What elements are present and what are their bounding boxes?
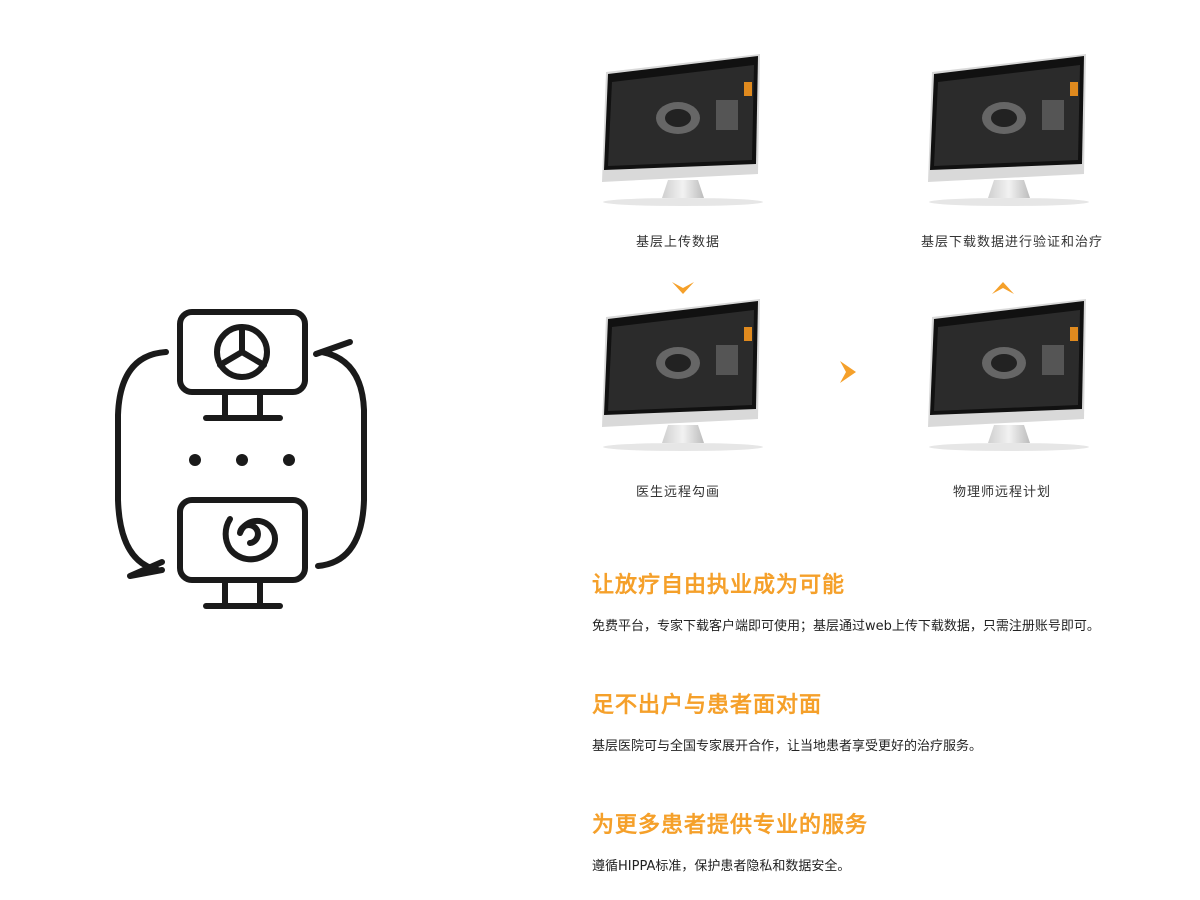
workstation-monitor-3 xyxy=(598,297,768,452)
spiral-icon xyxy=(222,516,278,563)
feature-body: 免费平台，专家下载客户端即可使用；基层通过web上传下载数据，只需注册账号即可。 xyxy=(592,619,1100,634)
down-arrow-icon xyxy=(670,278,696,300)
workstation-monitor-1 xyxy=(598,52,768,207)
feature-section: 为更多患者提供专业的服务 遵循HIPPA标准，保护患者隐私和数据安全。 xyxy=(592,807,1152,874)
up-arrow-icon xyxy=(990,276,1016,298)
ellipsis-icon xyxy=(189,454,295,466)
monitor-icon xyxy=(177,309,308,421)
step-label: 医生远程勾画 xyxy=(635,485,720,500)
workstation-monitor-4 xyxy=(924,297,1094,452)
step-label: 物理师远程计划 xyxy=(952,485,1051,500)
monitor-icon xyxy=(177,497,308,609)
feature-body: 基层医院可与全国专家展开合作，让当地患者享受更好的治疗服务。 xyxy=(592,739,983,754)
feature-body: 遵循HIPPA标准，保护患者隐私和数据安全。 xyxy=(592,859,851,874)
workstation-monitor-2 xyxy=(924,52,1094,207)
cycle-arrows-icon xyxy=(115,339,367,579)
feature-section: 让放疗自由执业成为可能 免费平台，专家下载客户端即可使用；基层通过web上传下载… xyxy=(592,567,1152,634)
right-arrow-icon xyxy=(836,359,862,383)
step-label: 基层上传数据 xyxy=(635,235,720,250)
pie-chart-icon xyxy=(214,324,270,380)
step-label: 基层下载数据进行验证和治疗 xyxy=(920,235,1103,250)
feature-title: 让放疗自由执业成为可能 xyxy=(592,573,846,598)
feature-title: 为更多患者提供专业的服务 xyxy=(592,813,869,838)
feature-title: 足不出户与患者面对面 xyxy=(592,693,823,718)
collaboration-illustration xyxy=(100,300,390,620)
feature-section: 足不出户与患者面对面 基层医院可与全国专家展开合作，让当地患者享受更好的治疗服务… xyxy=(592,687,1152,754)
